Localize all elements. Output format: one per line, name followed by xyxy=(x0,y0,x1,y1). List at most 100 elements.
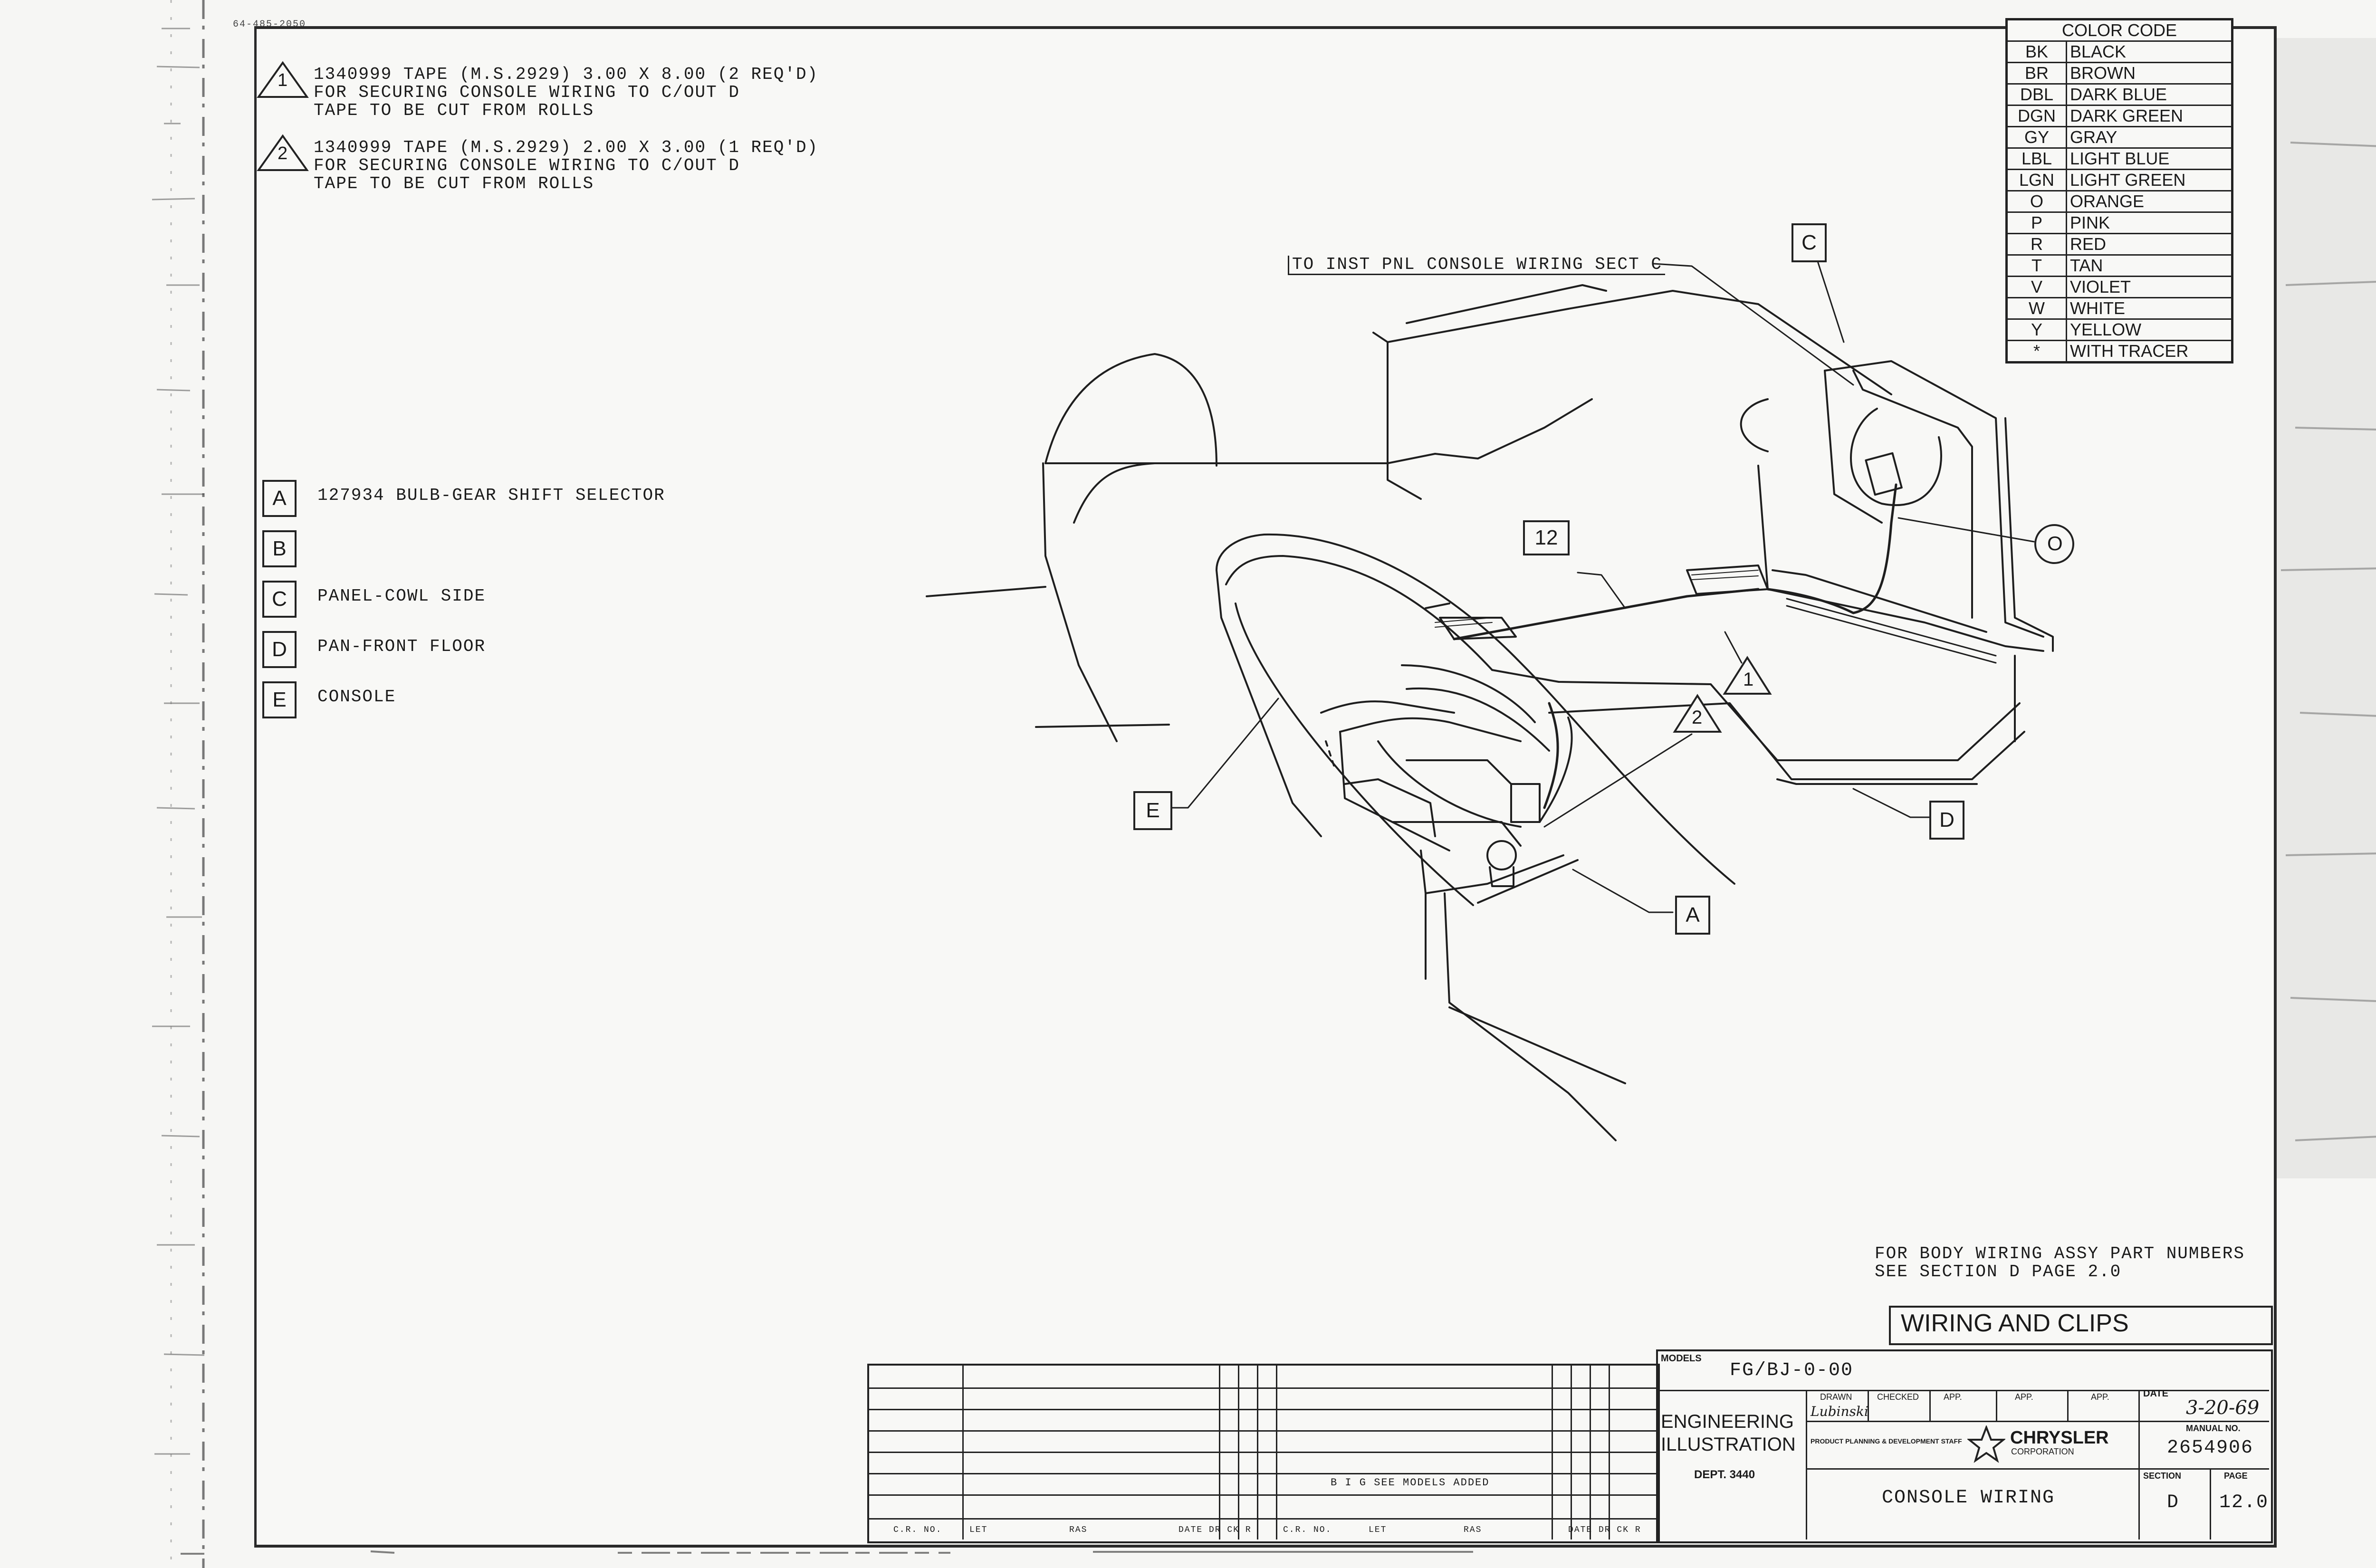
corporation-label: CORPORATION xyxy=(2011,1447,2074,1456)
sheet-title: CONSOLE WIRING xyxy=(1882,1487,2055,1509)
manual-no-label: MANUAL NO. xyxy=(2186,1424,2241,1433)
rev-label: RAS xyxy=(1464,1525,1482,1535)
body-wiring-note-line1: FOR BODY WIRING ASSY PART NUMBERS xyxy=(1875,1244,2245,1263)
color-code-abbr: O xyxy=(2006,190,2067,213)
color-code-name: DARK GREEN xyxy=(2066,105,2233,127)
note-2-line3: TAPE TO BE CUT FROM ROLLS xyxy=(314,174,594,193)
color-code-name: BROWN xyxy=(2066,62,2233,85)
callout-flag-1: 1 xyxy=(1743,669,1754,690)
color-code-abbr: LGN xyxy=(2006,169,2067,191)
legend-key-d: D xyxy=(262,631,297,668)
legend-text-a: 127934 BULB-GEAR SHIFT SELECTOR xyxy=(317,486,665,505)
callout-e: E xyxy=(1133,791,1172,830)
rev-label: RAS xyxy=(1069,1525,1088,1535)
color-code-abbr: BR xyxy=(2006,62,2067,85)
rev-label: LET xyxy=(1369,1525,1387,1535)
models-label: MODELS xyxy=(1661,1353,1702,1364)
chrysler-label: CHRYSLER xyxy=(2010,1428,2109,1448)
callout-o: O xyxy=(2047,532,2063,555)
color-code-name: ORANGE xyxy=(2066,190,2233,213)
note-1-line2: FOR SECURING CONSOLE WIRING TO C/OUT D xyxy=(314,83,740,102)
revision-note: B I G SEE MODELS ADDED xyxy=(1331,1477,1490,1489)
note-flag-2-number: 2 xyxy=(278,143,288,163)
note-flag-1-number: 1 xyxy=(278,70,288,90)
color-code-title: COLOR CODE xyxy=(2006,19,2233,42)
scan-edge-right xyxy=(2276,38,2376,1178)
note-2-line2: FOR SECURING CONSOLE WIRING TO C/OUT D xyxy=(314,156,740,175)
color-code-name: WHITE xyxy=(2066,297,2233,320)
color-code-abbr: DBL xyxy=(2006,83,2067,106)
rev-label: C.R. NO. xyxy=(893,1525,942,1535)
color-code-abbr: T xyxy=(2006,254,2067,277)
checked-label: CHECKED xyxy=(1877,1392,1919,1402)
legend-key-b: B xyxy=(262,530,297,567)
callout-c: C xyxy=(1792,223,1827,262)
legend-text-e: CONSOLE xyxy=(317,687,396,707)
color-code-abbr: W xyxy=(2006,297,2067,320)
color-code-name: LIGHT GREEN xyxy=(2066,169,2233,191)
note-flag-2-icon xyxy=(257,134,309,171)
manual-no-value: 2654906 xyxy=(2167,1437,2254,1459)
color-code-abbr: GY xyxy=(2006,126,2067,149)
scan-edge-bottom xyxy=(181,1550,1473,1555)
callout-a: A xyxy=(1675,896,1710,935)
legend-key-e: E xyxy=(262,681,297,718)
illustration-label: ILLUSTRATION xyxy=(1661,1434,1796,1455)
doc-code: 64-485-2050 xyxy=(233,19,307,30)
chrysler-pentastar-icon xyxy=(1967,1425,2005,1463)
color-code-abbr: P xyxy=(2006,211,2067,234)
rev-label: DATE DR CK R xyxy=(1178,1525,1252,1535)
color-code-abbr: BK xyxy=(2006,40,2067,63)
callout-flag-1-icon xyxy=(1723,656,1772,695)
color-code-name: PINK xyxy=(2066,211,2233,234)
app-label: APP. xyxy=(2091,1392,2109,1402)
section-value: D xyxy=(2167,1492,2180,1513)
date-value: 3-20-69 xyxy=(2186,1397,2260,1419)
date-label: DATE xyxy=(2143,1388,2168,1399)
revision-grid xyxy=(867,1364,1660,1543)
color-code-abbr: R xyxy=(2006,233,2067,256)
note-2-line1: 1340999 TAPE (M.S.2929) 2.00 X 3.00 (1 R… xyxy=(314,138,819,157)
color-code-name: DARK BLUE xyxy=(2066,83,2233,106)
drawing-title: WIRING AND CLIPS xyxy=(1901,1310,2129,1337)
color-code-name: TAN xyxy=(2066,254,2233,277)
note-flag-1-icon xyxy=(257,61,309,98)
color-code-name: RED xyxy=(2066,233,2233,256)
models-value: FG/BJ-0-00 xyxy=(1730,1360,1854,1381)
color-code-abbr: V xyxy=(2006,276,2067,298)
color-code-name: GRAY xyxy=(2066,126,2233,149)
app-label: APP. xyxy=(2015,1392,2033,1402)
color-code-name: VIOLET xyxy=(2066,276,2233,298)
color-code-abbr: DGN xyxy=(2006,105,2067,127)
legend-text-c: PANEL-COWL SIDE xyxy=(317,586,486,606)
rev-label: C.R. NO. xyxy=(1283,1525,1332,1535)
color-code-name: WITH TRACER xyxy=(2066,340,2233,363)
section-label: SECTION xyxy=(2143,1471,2182,1481)
callout-d: D xyxy=(1929,801,1964,840)
staff-label: PRODUCT PLANNING & DEVELOPMENT STAFF xyxy=(1811,1437,1962,1445)
app-label: APP. xyxy=(1944,1392,1962,1402)
callout-12: 12 xyxy=(1523,520,1570,555)
legend-key-c: C xyxy=(262,581,297,618)
title-box xyxy=(1889,1306,2273,1345)
callout-flag-2-icon xyxy=(1673,694,1722,733)
note-1-line1: 1340999 TAPE (M.S.2929) 3.00 X 8.00 (2 R… xyxy=(314,65,819,84)
drawn-signature: Lubinski xyxy=(1811,1404,1868,1419)
rev-label: DATE DR CK R xyxy=(1568,1525,1641,1535)
note-1-line3: TAPE TO BE CUT FROM ROLLS xyxy=(314,101,594,120)
page-label: PAGE xyxy=(2224,1471,2248,1481)
legend-text-d: PAN-FRONT FLOOR xyxy=(317,637,486,656)
rev-label: LET xyxy=(969,1525,988,1535)
color-code-name: YELLOW xyxy=(2066,318,2233,341)
models-block xyxy=(1656,1349,2273,1543)
drawing-sheet-border xyxy=(254,26,2277,1548)
engineering-label: ENGINEERING xyxy=(1661,1411,1794,1432)
color-code-abbr: LBL xyxy=(2006,147,2067,170)
callout-flag-2: 2 xyxy=(1692,707,1703,728)
page-value: 12.0 xyxy=(2219,1492,2269,1513)
dept-label: DEPT. 3440 xyxy=(1694,1468,1755,1481)
scan-edge-left xyxy=(152,0,205,1568)
